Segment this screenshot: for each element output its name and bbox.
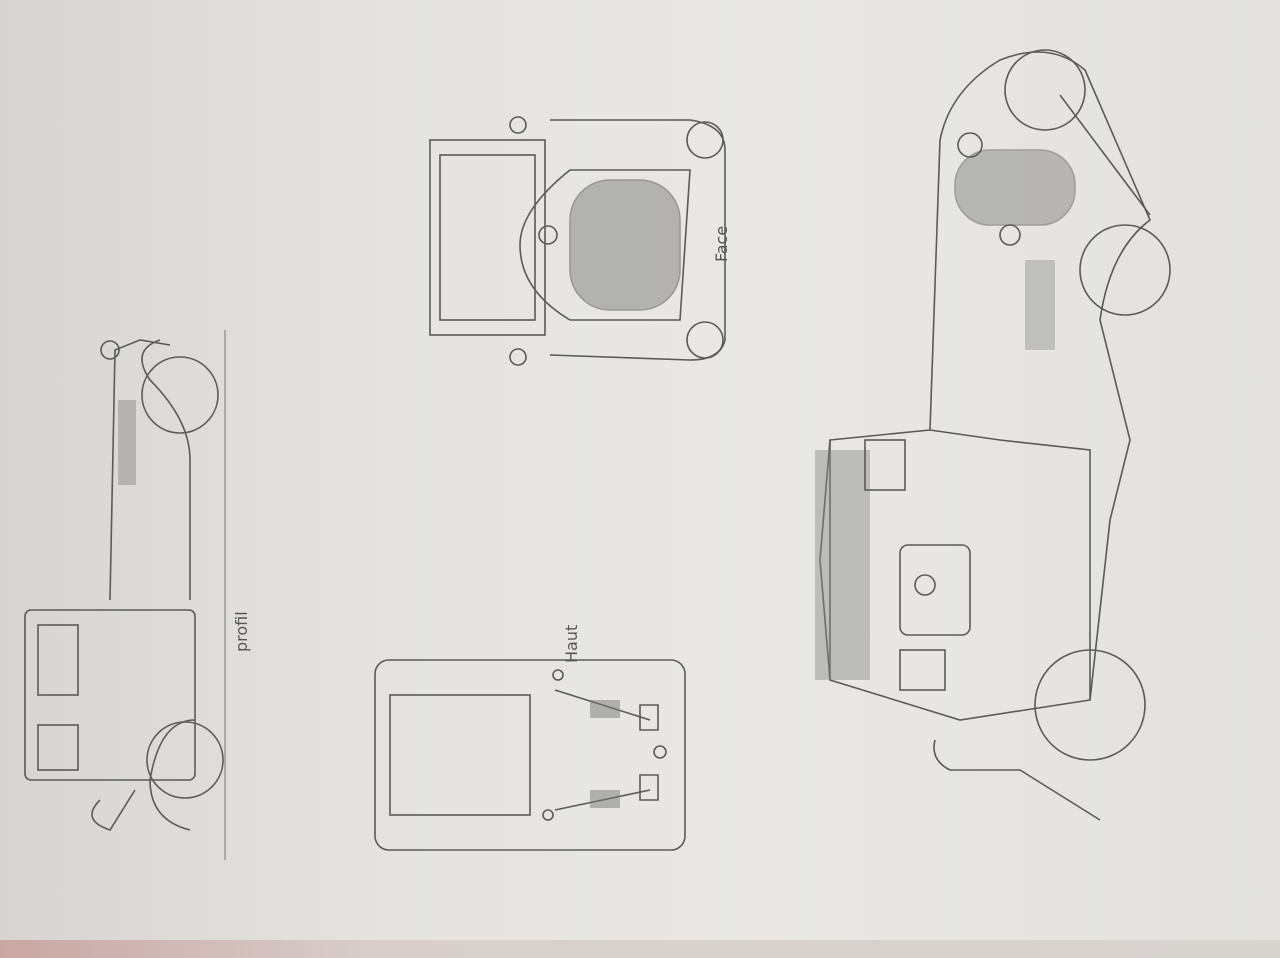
perspective-sketch bbox=[815, 49, 1171, 821]
top-view-sketch bbox=[374, 659, 686, 851]
top-view-label: Haut bbox=[562, 624, 581, 663]
front-view-label: Face bbox=[712, 225, 731, 262]
profile-label: profil bbox=[232, 611, 251, 652]
paper-edge bbox=[0, 940, 1280, 958]
front-view-sketch bbox=[429, 116, 726, 366]
profile-view-sketch bbox=[24, 330, 226, 860]
